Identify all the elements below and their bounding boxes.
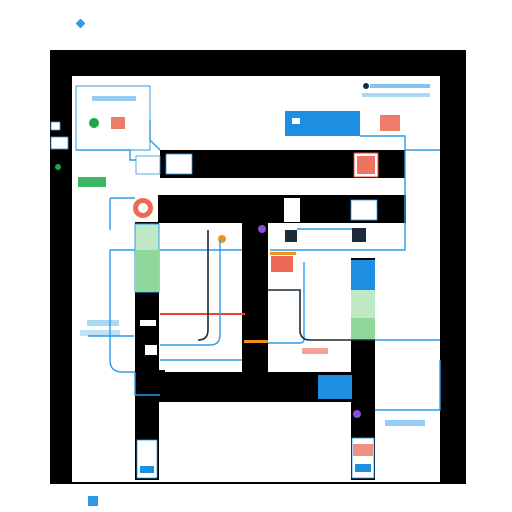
red-line-segment bbox=[160, 313, 245, 315]
connector-3 bbox=[109, 197, 135, 230]
small-label-left-2 bbox=[80, 330, 120, 336]
top-right-red-badge-icon bbox=[380, 115, 400, 131]
node-card-a bbox=[135, 155, 161, 175]
left-green-dot-icon bbox=[55, 164, 61, 170]
small-label-center bbox=[140, 320, 156, 326]
top-right-text-line-2 bbox=[362, 93, 430, 97]
info-card-title-bar bbox=[92, 96, 136, 101]
bottom-right-card-icon bbox=[355, 464, 371, 472]
footer-square-icon bbox=[88, 496, 98, 506]
orange-dot-icon bbox=[218, 235, 226, 243]
bottom-right-badge-icon bbox=[353, 444, 373, 456]
white-small-node-center bbox=[145, 345, 157, 355]
small-label-right bbox=[302, 348, 328, 354]
node-card-d bbox=[284, 198, 300, 222]
orange-line-segment-2 bbox=[270, 252, 296, 255]
connector-2 bbox=[149, 120, 161, 151]
bottom-left-card-icon bbox=[140, 466, 154, 473]
top-right-dark-dot bbox=[363, 83, 369, 89]
green-gauge-left-fill bbox=[135, 250, 159, 292]
connector-lines-dark bbox=[197, 230, 375, 341]
node-card-b bbox=[165, 153, 193, 175]
green-gauge-right-fill bbox=[351, 318, 375, 340]
orange-red-badge-icon bbox=[271, 256, 293, 272]
blue-block-icon bbox=[318, 375, 352, 399]
blue-header-bar-inner bbox=[292, 118, 300, 124]
connector-6 bbox=[270, 149, 440, 251]
left-small-node-1 bbox=[50, 121, 61, 131]
dark-small-node-2 bbox=[352, 228, 366, 242]
small-label-left bbox=[87, 320, 119, 326]
dark-connector-1 bbox=[268, 289, 375, 341]
left-small-node-2 bbox=[50, 136, 69, 150]
dark-small-node-1 bbox=[285, 230, 297, 242]
orange-line-segment bbox=[244, 340, 268, 343]
dark-connector-2 bbox=[197, 230, 209, 341]
red-circle-inner bbox=[138, 203, 148, 213]
red-badge-icon bbox=[111, 117, 125, 129]
red-node-icon bbox=[357, 156, 375, 174]
connector-lines bbox=[76, 120, 441, 411]
node-card-e bbox=[350, 199, 378, 221]
connector-15 bbox=[134, 372, 160, 396]
left-green-tag bbox=[78, 177, 106, 187]
top-right-text-line-1 bbox=[370, 84, 430, 88]
blue-gauge-right-top bbox=[351, 260, 375, 290]
connector-8 bbox=[109, 250, 135, 373]
small-label-bottom-right bbox=[385, 420, 425, 426]
purple-dot-icon bbox=[258, 225, 266, 233]
connector-9 bbox=[160, 240, 221, 346]
connector-13 bbox=[375, 360, 441, 411]
green-dot-icon bbox=[89, 118, 99, 128]
connector-1 bbox=[76, 149, 136, 161]
purple-dot-icon-2 bbox=[353, 410, 361, 418]
connector-7 bbox=[360, 135, 406, 150]
